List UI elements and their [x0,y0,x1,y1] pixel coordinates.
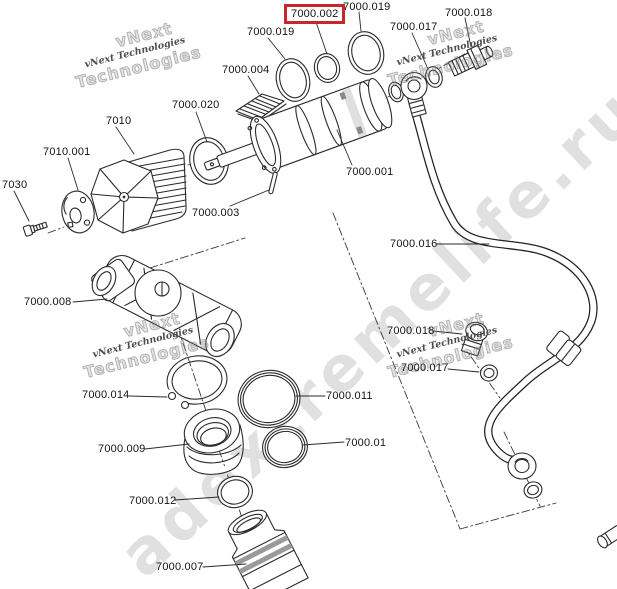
motor-drawing [90,148,187,234]
part-label-7000-001[interactable]: 7000.001 [346,166,394,178]
o-ring-drawing [275,58,311,102]
part-label-7000-018-mid[interactable]: 7000.018 [387,325,435,337]
plug-fitting-drawing [460,321,489,357]
part-label-7000-018-top[interactable]: 7000.018 [445,7,493,19]
leader-line [13,11,490,568]
union-fitting-drawing [447,44,494,77]
part-label-7000-009[interactable]: 7000.009 [98,443,146,455]
part-label-7000-019-left[interactable]: 7000.019 [247,26,295,38]
pin-drawing [268,171,278,195]
edge-fitting-drawing [597,524,617,549]
banjo-bolt-drawing [388,44,494,118]
pump-body-drawing [91,254,242,358]
part-label-7000-017-mid[interactable]: 7000.017 [401,362,449,374]
screw-drawing [22,221,48,237]
bushing-drawing [183,408,244,475]
cylinder-drawing [204,77,393,174]
o-ring-drawing [347,31,385,75]
part-label-7000-016[interactable]: 7000.016 [390,238,438,250]
part-label-7000-014[interactable]: 7000.014 [82,389,130,401]
part-label-7000-020[interactable]: 7000.020 [172,99,220,111]
o-ring-drawing [262,425,308,469]
part-label-7000-019-top[interactable]: 7000.019 [343,1,391,13]
part-label-7000-004[interactable]: 7000.004 [222,64,270,76]
piston-drawing [227,509,309,589]
washer-drawing [479,364,499,382]
o-ring-drawing-highlighted [313,53,341,83]
part-label-7000-003[interactable]: 7000.003 [192,207,240,219]
o-ring-drawing [237,369,301,429]
part-label-7000-01[interactable]: 7000.01 [345,437,387,449]
snap-ring-drawing [161,355,228,416]
part-label-7010[interactable]: 7010 [106,115,132,127]
part-label-7000-008[interactable]: 7000.008 [24,296,72,308]
part-label-7000-002-selected[interactable]: 7000.002 [284,4,346,24]
end-plate-drawing [61,190,95,234]
hose-drawing [408,99,598,499]
part-label-7010-001[interactable]: 7010.001 [43,146,91,158]
part-label-7000-012[interactable]: 7000.012 [129,495,177,507]
part-label-7000-007[interactable]: 7000.007 [156,561,204,573]
part-label-7000-017-top[interactable]: 7000.017 [390,21,438,33]
part-label-7000-011[interactable]: 7000.011 [326,390,373,402]
o-ring-drawing [217,475,253,509]
part-label-7030[interactable]: 7030 [2,179,28,191]
